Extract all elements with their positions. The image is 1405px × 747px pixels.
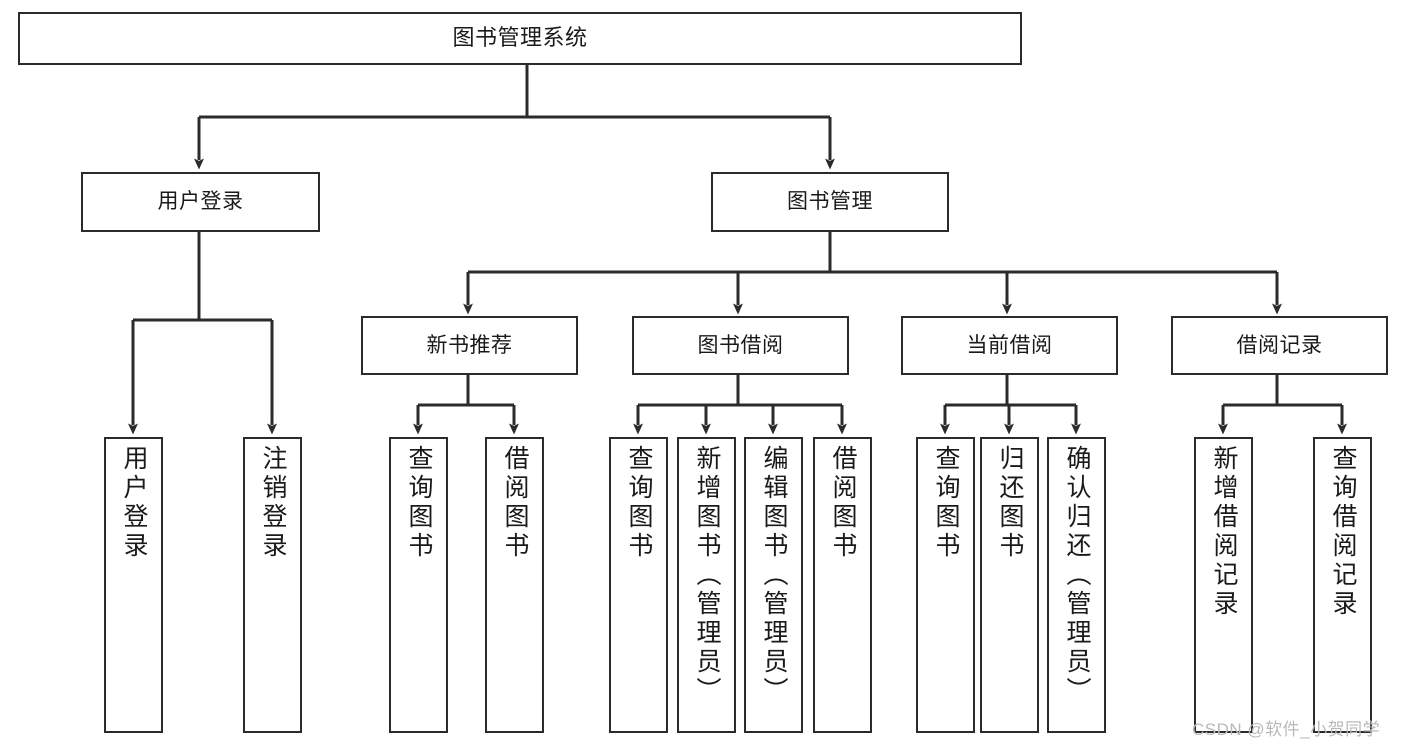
node-label: 查询图书 [932,445,960,561]
node-book-management[interactable]: 图书管理 [711,172,949,232]
leaf-query-book-borrow[interactable]: 查询图书 [609,437,668,733]
node-label: 借阅记录 [1236,333,1323,357]
node-label: 归还图书 [996,445,1024,561]
node-label: 用户登录 [120,445,148,561]
node-label: 查询借阅记录 [1329,445,1357,619]
node-label: 图书管理 [787,190,873,214]
leaf-borrow-book-recommend[interactable]: 借阅图书 [485,437,544,733]
node-label: 新书推荐 [426,333,513,357]
leaf-user-login[interactable]: 用户登录 [104,437,163,733]
node-book-borrow[interactable]: 图书借阅 [632,316,849,375]
node-user-login[interactable]: 用户登录 [81,172,320,232]
node-label: 借阅图书 [501,445,529,561]
node-borrow-record[interactable]: 借阅记录 [1171,316,1388,375]
node-label: 图书管理系统 [452,25,588,51]
node-label: 借阅图书 [829,445,857,561]
leaf-return-book[interactable]: 归还图书 [980,437,1039,733]
leaf-user-logout[interactable]: 注销登录 [243,437,302,733]
leaf-edit-book-admin[interactable]: 编辑图书（管理员） [744,437,803,733]
node-label: 新增借阅记录 [1210,445,1238,619]
node-label: 新增图书（管理员） [693,445,721,706]
node-label: 查询图书 [405,445,433,561]
leaf-query-book-recommend[interactable]: 查询图书 [389,437,448,733]
node-label: 用户登录 [157,190,244,214]
node-label: 图书借阅 [697,333,784,357]
leaf-borrow-book[interactable]: 借阅图书 [813,437,872,733]
node-label: 编辑图书（管理员） [760,445,788,706]
node-label: 确认归还（管理员） [1063,445,1091,706]
node-label: 查询图书 [625,445,653,561]
leaf-add-borrow-record[interactable]: 新增借阅记录 [1194,437,1253,733]
node-current-borrow[interactable]: 当前借阅 [901,316,1118,375]
leaf-confirm-return-admin[interactable]: 确认归还（管理员） [1047,437,1106,733]
leaf-query-borrow-record[interactable]: 查询借阅记录 [1313,437,1372,733]
leaf-query-book-current[interactable]: 查询图书 [916,437,975,733]
leaf-add-book-admin[interactable]: 新增图书（管理员） [677,437,736,733]
node-label: 当前借阅 [966,333,1053,357]
node-label: 注销登录 [259,445,287,561]
node-new-book-recommend[interactable]: 新书推荐 [361,316,578,375]
node-root-system[interactable]: 图书管理系统 [18,12,1022,65]
